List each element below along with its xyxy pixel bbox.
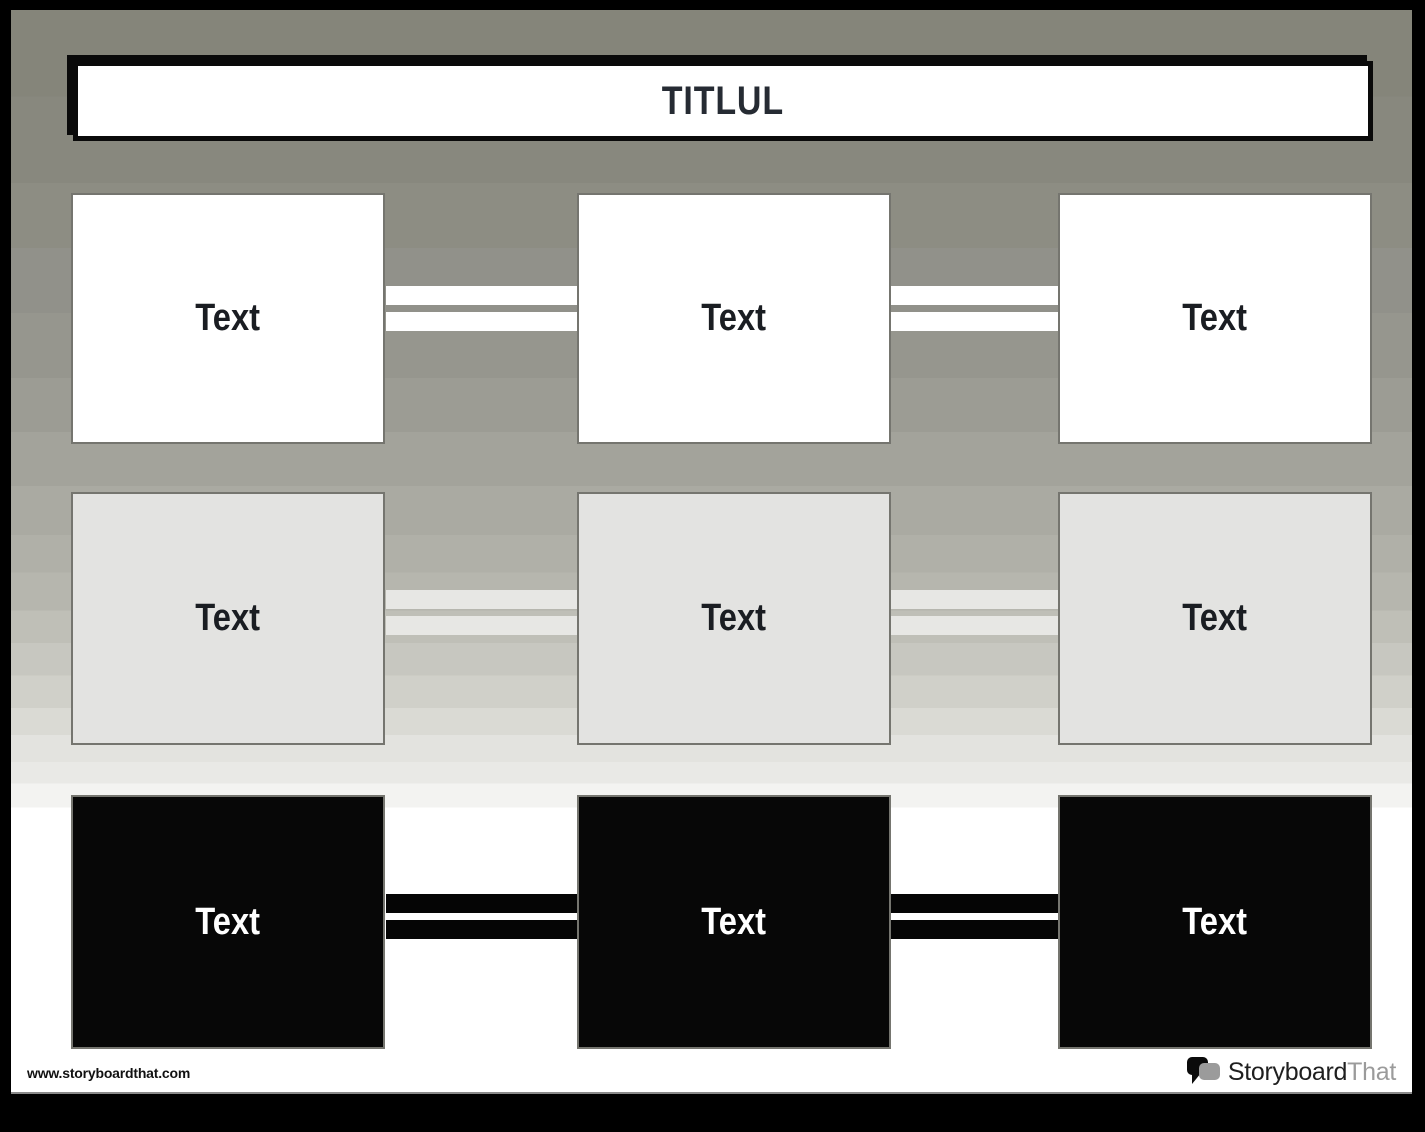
cell-r1-c2[interactable]: Text: [577, 193, 891, 444]
connector-bar: [891, 920, 1058, 939]
connector-bar: [891, 286, 1058, 305]
cell-label: Text: [195, 597, 261, 639]
cell-label: Text: [1182, 597, 1248, 639]
poster-background: TITLUL Text Text Text Text Text: [11, 10, 1412, 1094]
connector-bar: [386, 616, 577, 635]
title-text: TITLUL: [661, 78, 785, 123]
connector-bar: [891, 312, 1058, 331]
connector-r3-g2: [891, 894, 1058, 939]
cell-label: Text: [701, 900, 767, 943]
cell-label: Text: [701, 597, 767, 639]
cell-r2-c2[interactable]: Text: [577, 492, 891, 745]
connector-r1-g2: [891, 286, 1058, 331]
connector-bar: [891, 590, 1058, 609]
cell-r2-c3[interactable]: Text: [1058, 492, 1372, 745]
title-bar[interactable]: TITLUL: [73, 61, 1373, 141]
storyboardthat-logo: StoryboardThat: [1186, 1054, 1396, 1090]
connector-bar: [386, 286, 577, 305]
cell-label: Text: [195, 900, 261, 943]
logo-text: StoryboardThat: [1228, 1058, 1396, 1087]
cell-label: Text: [1182, 900, 1248, 943]
cell-r3-c3[interactable]: Text: [1058, 795, 1372, 1049]
watermark-url: www.storyboardthat.com: [27, 1065, 191, 1081]
connector-bar: [386, 312, 577, 331]
connector-r2-g1: [386, 590, 577, 635]
cell-label: Text: [195, 297, 261, 339]
cell-label: Text: [1182, 297, 1248, 339]
cell-r3-c1[interactable]: Text: [71, 795, 385, 1049]
cell-r1-c3[interactable]: Text: [1058, 193, 1372, 444]
speech-bubbles-icon: [1186, 1057, 1220, 1084]
cell-r1-c1[interactable]: Text: [71, 193, 385, 444]
logo-text-primary: Storyboard: [1227, 1057, 1348, 1086]
logo-text-secondary: That: [1347, 1057, 1396, 1086]
cell-label: Text: [701, 297, 767, 339]
connector-r2-g2: [891, 590, 1058, 635]
connector-bar: [891, 894, 1058, 913]
connector-r1-g1: [386, 286, 577, 331]
cell-r2-c1[interactable]: Text: [71, 492, 385, 745]
connector-r3-g1: [386, 894, 577, 939]
cell-r3-c2[interactable]: Text: [577, 795, 891, 1049]
connector-bar: [386, 590, 577, 609]
connector-bar: [891, 616, 1058, 635]
connector-bar: [386, 920, 577, 939]
connector-bar: [386, 894, 577, 913]
